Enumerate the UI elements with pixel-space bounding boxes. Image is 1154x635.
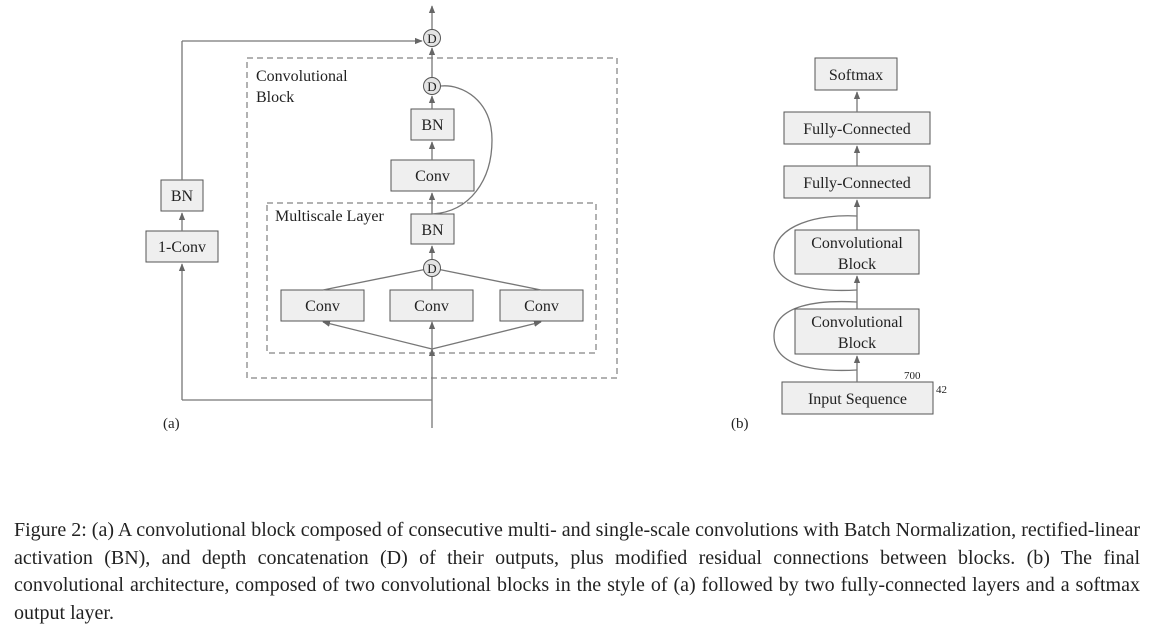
fan-out-right-arrow [431, 320, 542, 350]
skip-curve-block1 [773, 300, 858, 372]
convolutional-block-label-line2: Block [256, 89, 294, 106]
panel-b: Input Sequence 700 42 Convolutional Bloc… [731, 57, 947, 432]
concat-node-multiscale-label: D [427, 261, 436, 276]
conv-box-single-label: Conv [415, 168, 450, 185]
convolutional-block-1 [794, 308, 920, 355]
bn-box-single-label: BN [421, 117, 444, 134]
fan-out-left-arrow [322, 320, 433, 350]
converge-right-line [431, 267, 542, 291]
concat-node-multiscale [423, 259, 441, 277]
fully-connected-1 [783, 165, 931, 199]
architecture-diagram: Convolutional Block Multiscale Layer Con… [145, 5, 947, 432]
convolutional-block-2-line2: Block [838, 256, 876, 273]
conv-box-middle-label: Conv [414, 298, 449, 315]
figure-caption: Figure 2: (a) A convolutional block comp… [14, 519, 1140, 624]
panel-a: Convolutional Block Multiscale Layer Con… [145, 5, 618, 432]
conv-box-single [390, 159, 475, 192]
concat-node-block-label: D [427, 79, 436, 94]
bn-box-multiscale-label: BN [421, 222, 444, 239]
convolutional-block-2-line1: Convolutional [811, 235, 903, 252]
skip-curve-block2 [773, 215, 858, 292]
fully-connected-1-label: Fully-Connected [803, 175, 911, 192]
input-sequence-label: Input Sequence [808, 391, 907, 408]
concat-node-residual-label: D [427, 31, 436, 46]
panel-a-label: (a) [163, 416, 180, 432]
convolutional-block-label-line1: Convolutional [256, 68, 348, 85]
convolutional-block-1-line1: Convolutional [811, 314, 903, 331]
bn-box-multiscale [410, 213, 455, 245]
bn-box-single [410, 108, 455, 141]
softmax-box [814, 57, 898, 91]
softmax-label: Softmax [829, 67, 883, 84]
conv-box-right [499, 289, 584, 322]
one-conv-box [145, 230, 219, 263]
conv-box-left-label: Conv [305, 298, 340, 315]
one-conv-box-label: 1-Conv [158, 239, 206, 256]
concat-node-residual [423, 29, 441, 47]
panel-b-label: (b) [731, 416, 749, 432]
bn-box-residual [160, 179, 204, 212]
input-dim-height: 42 [936, 384, 947, 396]
conv-box-right-label: Conv [524, 298, 559, 315]
convolutional-block-1-line2: Block [838, 335, 876, 352]
input-dim-width: 700 [904, 370, 921, 382]
converge-left-line [322, 267, 433, 291]
multiscale-layer-label: Multiscale Layer [275, 208, 385, 225]
concat-node-block [423, 77, 441, 95]
conv-box-left [280, 289, 365, 322]
skip-connection-curve [431, 85, 493, 215]
bn-box-residual-label: BN [171, 188, 194, 205]
fully-connected-2-label: Fully-Connected [803, 121, 911, 138]
